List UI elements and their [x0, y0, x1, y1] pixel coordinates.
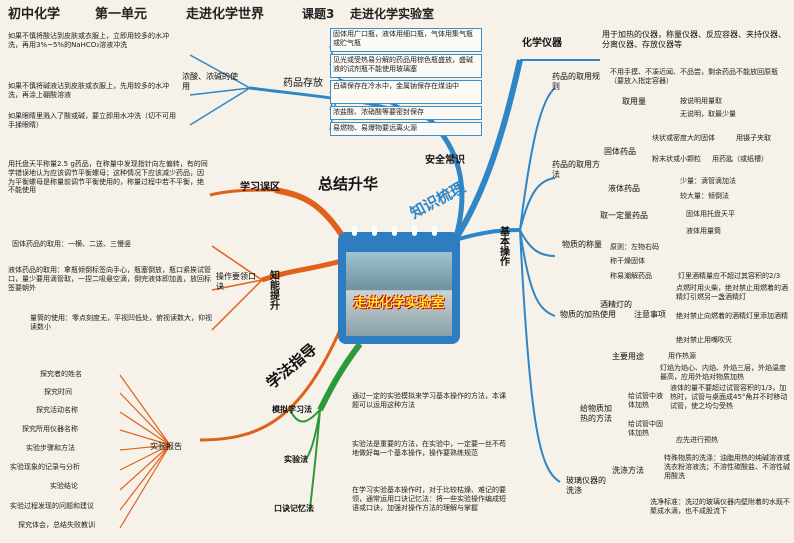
take-rule-1: 不用手摸、不凑近闻、不品尝，剩余药品不能放回原瓶（要放入指定容器）	[610, 68, 778, 85]
heat-note-0: 灯里酒精量应不超过其容积的2/3	[678, 272, 781, 280]
weigh-2: 称干燥固体	[610, 257, 645, 265]
heat-note-1: 点燃时用火柴，绝对禁止用燃着的酒精灯引燃另一盏酒精灯	[676, 284, 788, 301]
method-2-label: 实验法	[284, 455, 308, 464]
solid-1: 块状或密度大的固体	[652, 134, 715, 142]
take-method-label: 药品的取用方法	[552, 160, 600, 179]
branch-basic-ops: 基本操作	[497, 226, 509, 266]
header-unit: 第一单元	[95, 7, 148, 22]
liquid-heat-label: 给试管中液体加热	[628, 392, 663, 409]
liquid-2: 较大量：倾倒法	[680, 192, 729, 200]
solid-2: 粉末状或小颗粒	[652, 155, 701, 163]
weigh-label: 物质的称量	[562, 240, 602, 249]
weigh-3: 称易潮解药品	[610, 272, 652, 280]
acid-note: 如果不慎将酸沾到皮肤或衣服上，立即用较多的水冲洗，再用3%~5%的NaHCO₃溶…	[8, 32, 169, 49]
report-item: 实验过程发现的问题和建议	[10, 502, 94, 510]
wash-label: 玻璃仪器的洗涤	[566, 476, 606, 495]
heat-method-label: 给物质加热的方法	[580, 404, 612, 423]
header-subject: 初中化学	[8, 7, 61, 22]
report-item: 实验现象的记录与分析	[10, 463, 80, 471]
liquid-1: 少量：滴管滴加法	[680, 177, 736, 185]
storage-item: 固体用广口瓶，液体用细口瓶，气体用集气瓶或贮气瓶	[333, 30, 473, 47]
heat-note-3: 绝对禁止用嘴吹灭	[676, 336, 732, 344]
header-unit-title: 走进化学世界	[186, 7, 265, 22]
method-1-desc: 通过一定的实验模拟来学习基本操作的方法，本课题可以运用这种方法	[352, 392, 506, 409]
measure-label: 取一定量药品	[600, 211, 648, 220]
storage-item: 浓盐酸、浓硝酸等要密封保存	[333, 108, 424, 116]
branch-error: 学习误区	[240, 182, 280, 193]
storage-item: 易燃物、易爆物要远离火源	[333, 124, 417, 132]
storage-label: 药品存放	[283, 78, 323, 89]
branch-summary: 总结升华	[318, 175, 379, 193]
header-lesson: 课题3	[302, 7, 335, 21]
amount-1: 按说明用量取	[680, 97, 722, 105]
skill-solid: 固体药品的取用：一横、二送、三慢竖	[12, 240, 131, 248]
acid-note: 如果眼睛里溅入了酸或碱，要立即用水冲洗（切不可用手揉眼睛）	[8, 112, 176, 129]
weigh-1: 原则：左物右码	[610, 243, 659, 251]
report-item: 实验步骤和方法	[26, 444, 75, 452]
error-text: 用托盘天平称量2.5 g药品，在称量中发现指针向左偏转，有的同学错误地认为应该调…	[8, 160, 208, 195]
method-3-desc: 在学习实验基本操作时，对于比较枯燥、难记的要领，通常运用口诀记忆法：将一些实验操…	[352, 486, 506, 512]
method-2-desc: 实验法是重要的方法，在实验中，一定要一丝不苟地做好每一个基本操作，操作要熟练规范	[352, 440, 506, 457]
storage-item: 白磷保存在冷水中，金属钠保存在煤油中	[333, 82, 459, 90]
flame-note: 灯焰为焰心、内焰、外焰三层，外焰温度最高，应用外焰对物质加热	[660, 364, 786, 381]
heating-label: 物质的加热	[560, 310, 600, 319]
wash-method-label: 洗涤方法	[612, 466, 644, 475]
solid-2b: 用药匙（或纸槽）	[712, 155, 768, 163]
amount-label: 取用量	[622, 97, 646, 106]
report-item: 探究体会，总结失败教训	[18, 521, 95, 529]
amount-2: 无说明，取最少量	[680, 110, 736, 118]
lamp-label: 酒精灯的使用	[600, 300, 632, 319]
storage-item: 见光或受热易分解的药品用棕色瓶盛放，盛碱液的试剂瓶不能使用玻璃塞	[333, 56, 473, 73]
acid-base-label: 浓酸、浓碱的使用	[182, 72, 238, 91]
method-1-label: 模拟学习法	[272, 405, 312, 414]
branch-skill: 知能提升	[267, 270, 279, 310]
solid-1b: 用镊子夹取	[736, 134, 771, 142]
report-item: 探究活动名称	[36, 406, 78, 414]
report-item: 探究所用仪器名称	[22, 425, 78, 433]
wash-standard: 洗净标准：洗过的玻璃仪器内壁附着的水既不聚成水滴，也不成股流下	[650, 498, 790, 515]
notes-label: 注意事项	[634, 310, 666, 319]
report-label: 实验报告	[150, 442, 182, 451]
solid-heat-label: 给试管中固体加热	[628, 420, 663, 437]
main-use-1: 用作热源	[668, 352, 696, 360]
main-use-label: 主要用途	[612, 352, 644, 361]
liquid-label: 液体药品	[608, 184, 640, 193]
method-3-label: 口诀记忆法	[274, 504, 314, 513]
instruments-desc: 用于加热的仪器，称量仪器、反应容器、夹持仪器、分离仪器、存放仪器等	[602, 30, 786, 49]
branch-safety: 安全常识	[425, 155, 465, 166]
liquid-heat-note: 液体的量不要超过试管容积的1/3，加热时，试管与桌面成45°角并不时移动试管，使…	[670, 384, 788, 410]
measure-1: 固体用托盘天平	[686, 210, 735, 218]
solid-label: 固体药品	[604, 147, 636, 156]
solid-heat-note: 应先进行预热	[676, 436, 718, 444]
report-item: 探究时间	[44, 388, 72, 396]
wash-method-1: 特殊物质的洗涤：油脂用热的纯碱溶液或洗衣粉溶液洗；不溶性碳酸盐、不溶性碱用酸洗	[664, 454, 790, 480]
skill-liquid: 液体药品的取用：拿瓶倾倒标签向手心，瓶塞倒放，瓶口紧挨试管口，量少要用滴管取，一…	[8, 266, 211, 292]
lab-photo	[346, 252, 452, 336]
heat-note-2: 绝对禁止向燃着的酒精灯里添加酒精	[676, 312, 788, 320]
measure-2: 液体用量筒	[686, 227, 721, 235]
center-title: 走进化学实验室	[353, 296, 445, 311]
header-lesson-title: 走进化学实验室	[350, 7, 435, 21]
instruments-label: 化学仪器	[522, 38, 562, 49]
skill-measure: 量筒的使用：零点刻度无，平视凹低处，俯视读数大，仰视读数小	[30, 314, 212, 331]
acid-note: 如果不慎将碱液沾到皮肤或衣服上，先用较多的水冲洗，再涂上硼酸溶液	[8, 82, 169, 99]
report-item: 实验结论	[50, 482, 78, 490]
report-item: 探究者的姓名	[40, 370, 82, 378]
take-rules-label: 药品的取用规则	[552, 72, 600, 91]
op-label: 操作要领口诀	[216, 272, 256, 291]
